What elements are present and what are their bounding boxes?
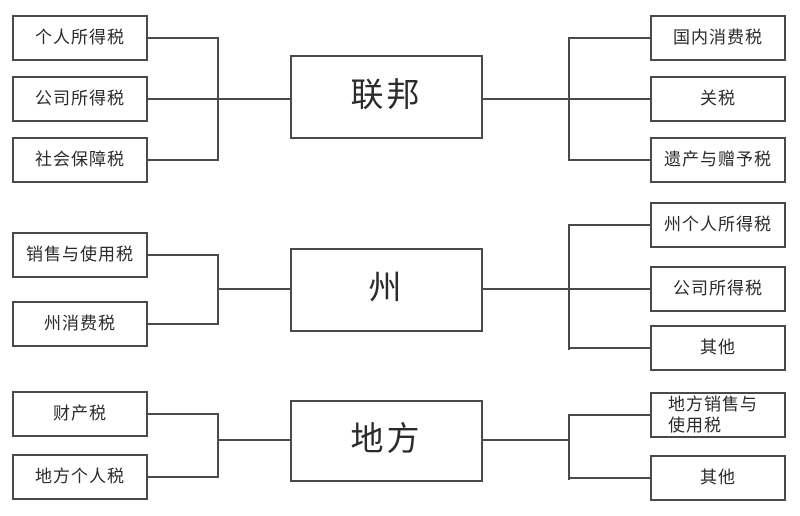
connector-line: [148, 159, 218, 161]
connector-line: [570, 159, 650, 161]
node-federal: 联邦: [290, 55, 483, 139]
node-federal-left-corporate-income-tax: 公司所得税: [12, 76, 148, 122]
connector-line: [568, 224, 570, 350]
node-federal-right-domestic-excise-tax: 国内消费税: [650, 15, 786, 61]
node-label: 销售与使用税: [26, 245, 134, 265]
node-federal-right-tariff: 关税: [650, 76, 786, 122]
connector-line: [217, 413, 219, 478]
node-label: 关税: [700, 89, 736, 109]
node-label: 国内消费税: [673, 28, 763, 48]
node-local-right-local-sales-use-tax: 地方销售与使用税: [650, 392, 786, 438]
node-federal-left-social-security-tax: 社会保障税: [12, 137, 148, 183]
node-local-right-other: 其他: [650, 455, 786, 501]
node-label: 财产税: [53, 404, 107, 424]
node-state-left-sales-use-tax: 销售与使用税: [12, 232, 148, 278]
connector-line: [570, 414, 650, 416]
connector-line: [570, 37, 650, 39]
node-local: 地方: [290, 400, 483, 482]
connector-line: [148, 476, 218, 478]
node-state-right-corporate-income-tax: 公司所得税: [650, 266, 786, 312]
node-label: 其他: [700, 338, 736, 358]
node-label: 遗产与赠予税: [664, 150, 772, 170]
node-state-left-state-excise-tax: 州消费税: [12, 301, 148, 347]
node-label: 州个人所得税: [664, 215, 772, 235]
connector-line: [217, 288, 290, 290]
connector-line: [217, 439, 290, 441]
node-label: 州: [368, 271, 405, 308]
node-label: 地方销售与使用税: [668, 394, 758, 435]
node-label: 其他: [700, 468, 736, 488]
connector-line: [568, 37, 570, 161]
connector-line: [570, 224, 650, 226]
connector-line: [483, 98, 650, 100]
connector-line: [568, 414, 570, 480]
node-label: 州消费税: [44, 314, 116, 334]
connector-line: [148, 98, 290, 100]
node-state: 州: [290, 248, 483, 332]
connector-line: [483, 288, 650, 290]
connector-line: [148, 413, 218, 415]
node-federal-right-estate-gift-tax: 遗产与赠予税: [650, 137, 786, 183]
node-state-right-other: 其他: [650, 325, 786, 371]
connector-line: [217, 37, 219, 161]
node-state-right-state-personal-income-tax: 州个人所得税: [650, 202, 786, 248]
node-local-left-property-tax: 财产税: [12, 391, 148, 437]
connector-line: [148, 37, 218, 39]
node-label: 地方: [350, 422, 423, 459]
connector-line: [570, 347, 650, 349]
node-label: 联邦: [350, 78, 423, 115]
connector-line: [148, 323, 218, 325]
node-label: 公司所得税: [35, 89, 125, 109]
connector-line: [570, 477, 650, 479]
node-label: 公司所得税: [673, 279, 763, 299]
connector-line: [148, 254, 218, 256]
node-label: 个人所得税: [35, 28, 125, 48]
connector-line: [483, 439, 570, 441]
node-label: 社会保障税: [35, 150, 125, 170]
node-local-left-local-personal-tax: 地方个人税: [12, 454, 148, 500]
node-federal-left-personal-income-tax: 个人所得税: [12, 15, 148, 61]
node-label: 地方个人税: [35, 467, 125, 487]
